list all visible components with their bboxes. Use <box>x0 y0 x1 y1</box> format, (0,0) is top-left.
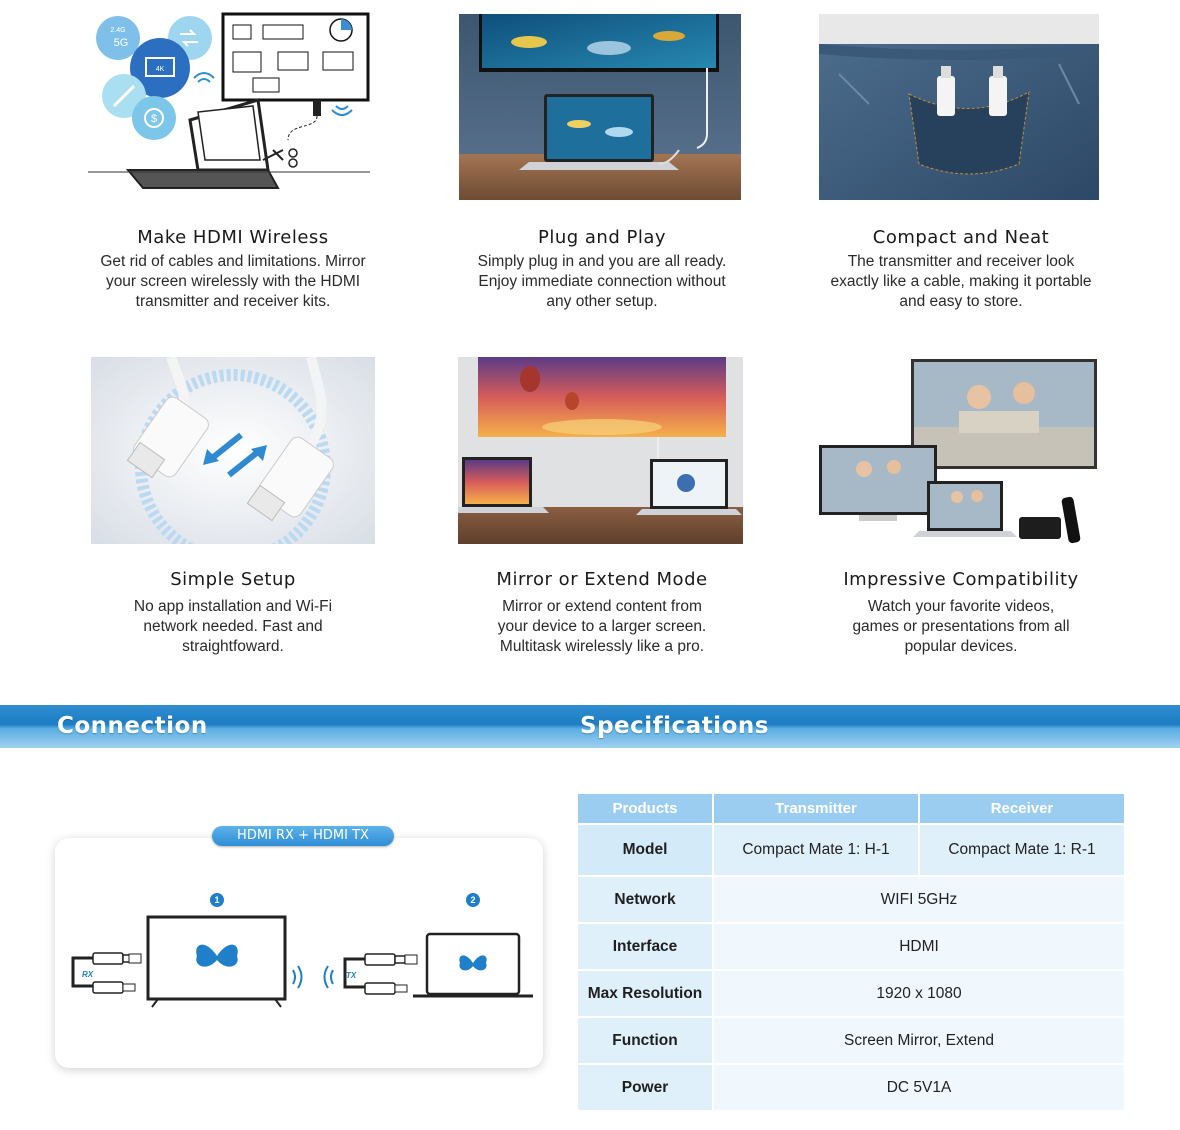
svg-text:RX: RX <box>82 970 94 979</box>
feature-description-line: transmitter and receiver kits. <box>135 293 331 310</box>
table-cell: Compact Mate 1: H-1 <box>714 825 920 877</box>
feature-title: Mirror or Extend Mode <box>496 569 708 590</box>
specifications-heading: Specifications <box>580 713 769 739</box>
feature-description-line: popular devices. <box>904 638 1018 655</box>
feature-description-line: Watch your favorite videos, <box>867 598 1055 615</box>
section-banner: Connection Specifications <box>0 705 1180 748</box>
feature-title: Simple Setup <box>170 569 296 590</box>
feature-title: Plug and Play <box>537 227 667 248</box>
tx-dongle: TX <box>343 953 418 995</box>
feature-description-line: games or presentations from all <box>852 618 1070 635</box>
feature-description-line: network needed. Fast and <box>143 618 323 635</box>
feature-description-line: Mirror or extend content from <box>502 598 702 615</box>
feature-description-line: any other setup. <box>546 293 658 310</box>
table-cell: DC 5V1A <box>714 1065 1126 1112</box>
feature-title: Impressive Compatibility <box>843 569 1079 590</box>
mirror-extend-photo <box>458 357 743 544</box>
table-row: Function Screen Mirror, Extend <box>578 1018 1126 1065</box>
feature-description-line: No app installation and Wi-Fi <box>133 598 333 615</box>
svg-text:TX: TX <box>346 971 357 980</box>
row-label: Network <box>578 877 714 924</box>
row-label: Interface <box>578 924 714 971</box>
step-2-badge: 2 <box>466 893 480 907</box>
hdmi-rx-tx-label: HDMI RX + HDMI TX <box>212 826 394 846</box>
step-1-badge: 1 <box>210 893 224 907</box>
row-label: Model <box>578 825 714 877</box>
table-row: Power DC 5V1A <box>578 1065 1126 1112</box>
feature-description-line: The transmitter and receiver look <box>847 253 1075 270</box>
specifications-table: Products Transmitter Receiver Model Comp… <box>578 794 1126 1112</box>
table-row: Model Compact Mate 1: H-1 Compact Mate 1… <box>578 825 1126 877</box>
feature-description-line: Multitask wirelessly like a pro. <box>499 638 705 655</box>
rx-dongle: RX <box>71 952 142 994</box>
column-header: Transmitter <box>714 794 920 825</box>
feature-title: Make HDMI Wireless <box>137 227 329 248</box>
feature-description-line: exactly like a cable, making it portable <box>830 273 1092 290</box>
feature-description-line: Simply plug in and you are all ready. <box>477 253 727 270</box>
table-cell: Screen Mirror, Extend <box>714 1018 1126 1065</box>
column-header: Products <box>578 794 714 825</box>
table-header-row: Products Transmitter Receiver <box>578 794 1126 825</box>
table-cell: 1920 x 1080 <box>714 971 1126 1018</box>
wireless-illustration: 2.4G 5G 4K $ <box>88 10 378 200</box>
dongle-swap-illustration <box>91 357 375 544</box>
row-label: Function <box>578 1018 714 1065</box>
row-label: Power <box>578 1065 714 1112</box>
table-row: Interface HDMI <box>578 924 1126 971</box>
wireless-signal-icon <box>292 965 334 989</box>
table-row: Max Resolution 1920 x 1080 <box>578 971 1126 1018</box>
table-cell: HDMI <box>714 924 1126 971</box>
butterfly-icon <box>196 944 238 967</box>
devices-photo <box>819 357 1101 547</box>
table-row: Network WIFI 5GHz <box>578 877 1126 924</box>
jeans-pocket-photo <box>819 14 1099 200</box>
feature-description-line: Enjoy immediate connection without <box>478 273 726 290</box>
plug-and-play-photo <box>459 14 741 200</box>
feature-description-line: your device to a larger screen. <box>497 618 707 635</box>
feature-description-line: and easy to store. <box>899 293 1023 310</box>
column-header: Receiver <box>920 794 1126 825</box>
feature-description-line: straightfoward. <box>182 638 284 655</box>
connection-heading: Connection <box>57 713 208 739</box>
svg-text:4K: 4K <box>156 66 165 73</box>
connection-diagram-card: 1 2 RX TX <box>55 838 543 1068</box>
svg-text:2.4G: 2.4G <box>110 27 125 34</box>
svg-text:5G: 5G <box>114 37 129 49</box>
svg-text:$: $ <box>151 113 157 125</box>
row-label: Max Resolution <box>578 971 714 1018</box>
feature-title: Compact and Neat <box>872 227 1050 248</box>
table-cell: Compact Mate 1: R-1 <box>920 825 1126 877</box>
table-cell: WIFI 5GHz <box>714 877 1126 924</box>
feature-description-line: your screen wirelessly with the HDMI <box>105 273 361 290</box>
feature-description-line: Get rid of cables and limitations. Mirro… <box>100 253 366 270</box>
butterfly-icon <box>459 955 487 971</box>
